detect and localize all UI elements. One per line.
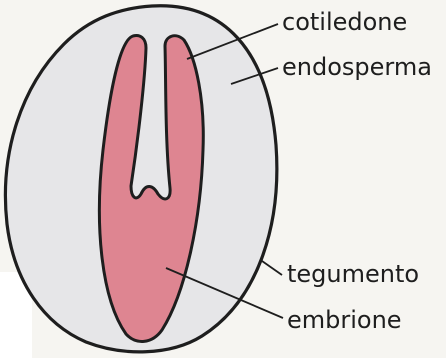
cotyledon-label: cotiledone — [282, 8, 407, 36]
seed-coat-label: tegumento — [287, 260, 419, 288]
endosperm-label: endosperma — [282, 53, 432, 81]
embryo-label: embrione — [287, 306, 402, 334]
